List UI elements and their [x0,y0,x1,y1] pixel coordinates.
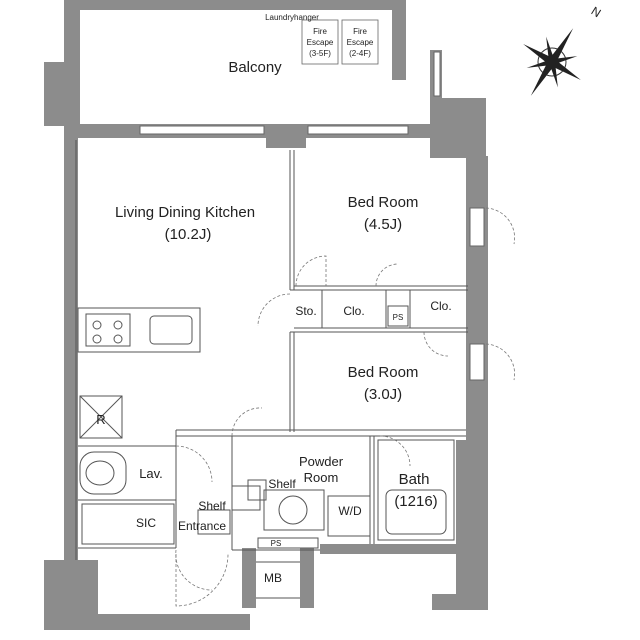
storage-label: Sto. [295,304,316,318]
balcony-label: Balcony [228,59,282,76]
bed2-name: Bed Room [348,364,419,381]
washer-dryer-label: W/D [338,504,362,518]
bed2-size: (3.0J) [364,386,402,403]
outer-walls [44,0,488,630]
meter-box-label: MB [264,571,282,585]
door-swings [175,207,515,607]
fire-escape-1-line3: (3-5F) [309,49,331,58]
fixtures [77,305,455,549]
fire-escape-2-line3: (2-4F) [349,49,371,58]
bed1-name: Bed Room [348,194,419,211]
powder-room-line1: Powder [299,454,344,469]
ldk-name: Living Dining Kitchen [115,204,255,221]
washer-icon [263,489,325,531]
closet-2-label: Clo. [430,299,451,313]
compass-rose-icon [523,28,581,96]
windows [139,51,485,381]
fire-escape-1-line2: Escape [307,38,334,47]
ldk-size: (10.2J) [165,226,212,243]
bathtub-icon [385,489,447,535]
ps-2-label: PS [271,539,282,548]
refrigerator-label: R [96,412,105,427]
lavatory-label: Lav. [139,466,163,481]
burner-icon [92,320,102,330]
laundry-hanger-label: Laundryhanger [265,13,319,22]
compass-north-label: N [589,4,604,20]
shelf-1-label: Shelf [198,499,226,513]
bath-name: Bath [399,471,430,488]
labels: Balcony Laundryhanger Fire Escape (3-5F)… [96,4,603,585]
burner-icon [92,334,102,344]
fire-escape-2-line1: Fire [353,27,367,36]
interior-walls [75,140,468,599]
bath-size: (1216) [394,493,437,510]
sic-label: SIC [136,516,156,530]
closet-1-label: Clo. [343,304,364,318]
sink-icon [149,315,193,345]
burner-icon [113,320,123,330]
fire-escape-1-line1: Fire [313,27,327,36]
ps-1-label: PS [393,313,404,322]
powder-room-line2: Room [304,470,339,485]
entrance-label: Entrance [178,519,226,533]
bed1-size: (4.5J) [364,216,402,233]
washbasin-icon [79,451,127,495]
shelf-2-label: Shelf [268,477,296,491]
burner-icon [113,334,123,344]
fire-escape-2-line2: Escape [347,38,374,47]
